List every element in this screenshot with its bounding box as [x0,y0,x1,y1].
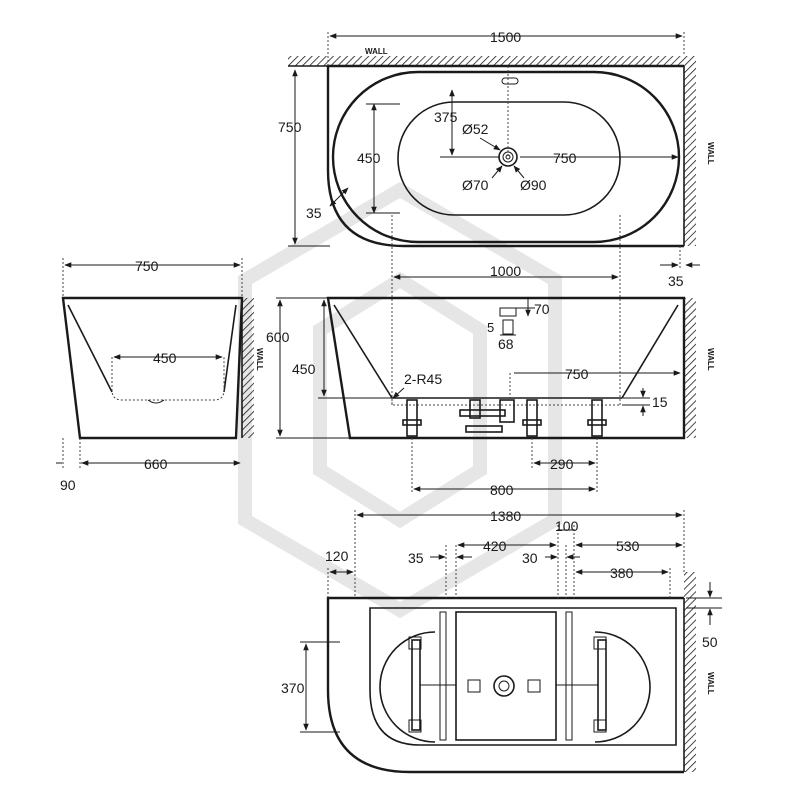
dim-inner-width: 450 [357,150,381,166]
tub-outline-bottom [326,596,684,774]
dim-bottom-height: 370 [281,680,305,696]
drain-bottom [493,675,515,697]
right-wall-hatch [684,56,696,246]
wall-label-side-right: WALL [706,348,715,371]
dim-overall-width: 750 [278,119,302,135]
top-view: WALL WALL 1500 750 375 450 [278,29,715,405]
dim-drain-d2: Ø70 [462,177,489,193]
top-wall-hatch [288,56,684,66]
dim-foot-height: 15 [652,394,668,410]
dim-front-drain-to-end: 750 [565,366,589,382]
watermark-logo [238,181,562,619]
bottom-wall-hatch [684,572,696,772]
rail-right [597,639,607,731]
dim-left-offset: 120 [325,548,349,564]
dim-right-inner: 380 [610,565,634,581]
dim-rim: 35 [306,205,322,221]
bottom-view: WALL 1380 [281,508,722,774]
wall-label-top: WALL [365,47,388,56]
dim-foot-spacing-large: 800 [490,482,514,498]
dim-gap-small: 30 [522,550,538,566]
tub-outline-front [326,296,686,440]
dim-overall-length: 1500 [490,29,521,45]
dim-frame-length: 1380 [490,508,521,524]
dim-radius: 2-R45 [404,371,442,387]
frame-outline [369,607,677,746]
dim-rail-width: 35 [408,550,424,566]
overflow-slot [501,77,519,85]
tub-outline-end [61,296,244,440]
dim-base-length: 1000 [490,263,521,279]
rail-left [411,639,421,731]
front-view: WALL 70 5 68 600 [266,296,715,498]
waste-outlet [499,307,517,317]
dim-right-span: 530 [616,538,640,554]
dim-end-offset: 90 [60,477,76,493]
wall-label-side-front: WALL [255,348,264,371]
pad-right [594,631,651,743]
dim-height: 600 [266,329,290,345]
dim-inner-depth: 450 [292,361,316,377]
tub-rim-top [331,70,681,244]
dim-span-middle: 420 [483,538,507,554]
dim-drain-d3: Ø90 [520,177,547,193]
dim-wall-gap: 50 [702,634,718,650]
end-view: 750 WALL 450 660 90 [56,258,264,493]
dim-waste-width: 68 [498,336,514,352]
pad-left [379,631,436,743]
front-wall-hatch [684,298,696,438]
dim-waste-gap: 5 [487,320,494,335]
frame-center [455,611,557,741]
dim-drain-to-end: 750 [553,150,577,166]
dim-end-base-length: 660 [144,456,168,472]
dim-drain-d1: Ø52 [462,121,489,137]
feet [402,399,607,437]
wall-label-right-top: WALL [706,142,715,165]
wall-label-bottom-right: WALL [706,672,715,695]
dim-end-base-width: 450 [153,350,177,366]
tub-basin-top [397,101,621,216]
dim-foot-spacing-small: 290 [550,456,574,472]
dim-end-width: 750 [135,258,159,274]
tub-outline-top [326,64,684,248]
end-wall-hatch [242,298,254,438]
dim-waste-top: 70 [534,301,550,317]
dim-drain-offset: 375 [434,109,458,125]
dim-gap-mid: 100 [555,518,579,534]
dim-end-rim: 35 [668,273,684,289]
